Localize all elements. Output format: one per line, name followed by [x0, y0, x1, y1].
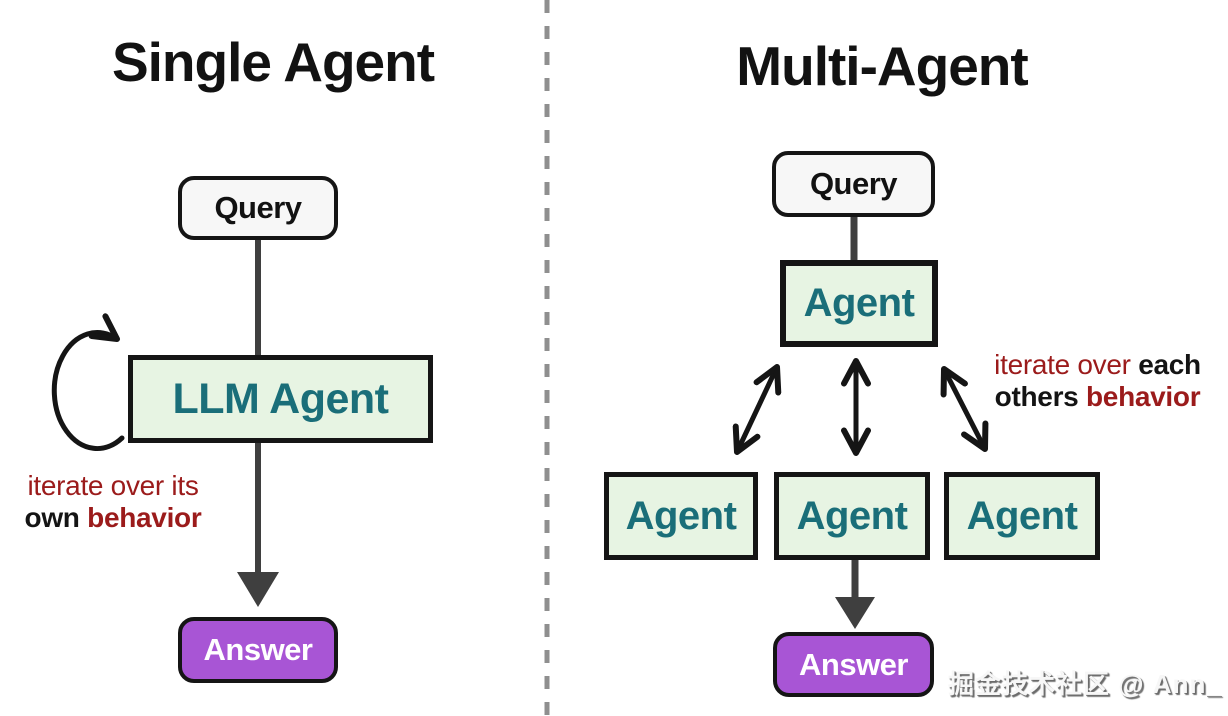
multi-answer-box: Answer [773, 632, 934, 697]
multi-annotation-iterate: iterate over [994, 349, 1131, 380]
multi-worker-agent-box-2: Agent [774, 472, 930, 560]
single-query-box: Query [178, 176, 338, 240]
single-annotation-own: own [24, 501, 80, 533]
multi-coordinator-agent-box: Agent [780, 260, 938, 347]
single-answer-box: Answer [178, 617, 338, 683]
single-llm-agent-box: LLM Agent [128, 355, 433, 443]
single-agent-to-answer-arrow [237, 441, 279, 607]
single-annotation-line1: iterate over its [27, 470, 199, 501]
single-agent-title: Single Agent [111, 31, 435, 93]
multi-annotation-behavior: behavior [1086, 380, 1201, 412]
watermark: 掘金技术社区 @ Ann_ [948, 669, 1222, 699]
multi-bidirectional-arrow-right [940, 366, 989, 452]
single-loop-arrow [51, 313, 125, 451]
single-annotation-behavior: behavior [87, 501, 202, 533]
multi-annotation-each: each [1138, 349, 1201, 380]
multi-worker-agent-box-1: Agent [604, 472, 758, 560]
multi-worker-agent-box-3: Agent [944, 472, 1100, 560]
multi-bidirectional-arrow-left [732, 364, 782, 455]
multi-annotation-others: others [994, 380, 1079, 412]
multi-agent-title: Multi-Agent [736, 35, 1028, 97]
multi-query-box: Query [772, 151, 935, 217]
multi-agent-to-answer-arrow [835, 560, 875, 629]
